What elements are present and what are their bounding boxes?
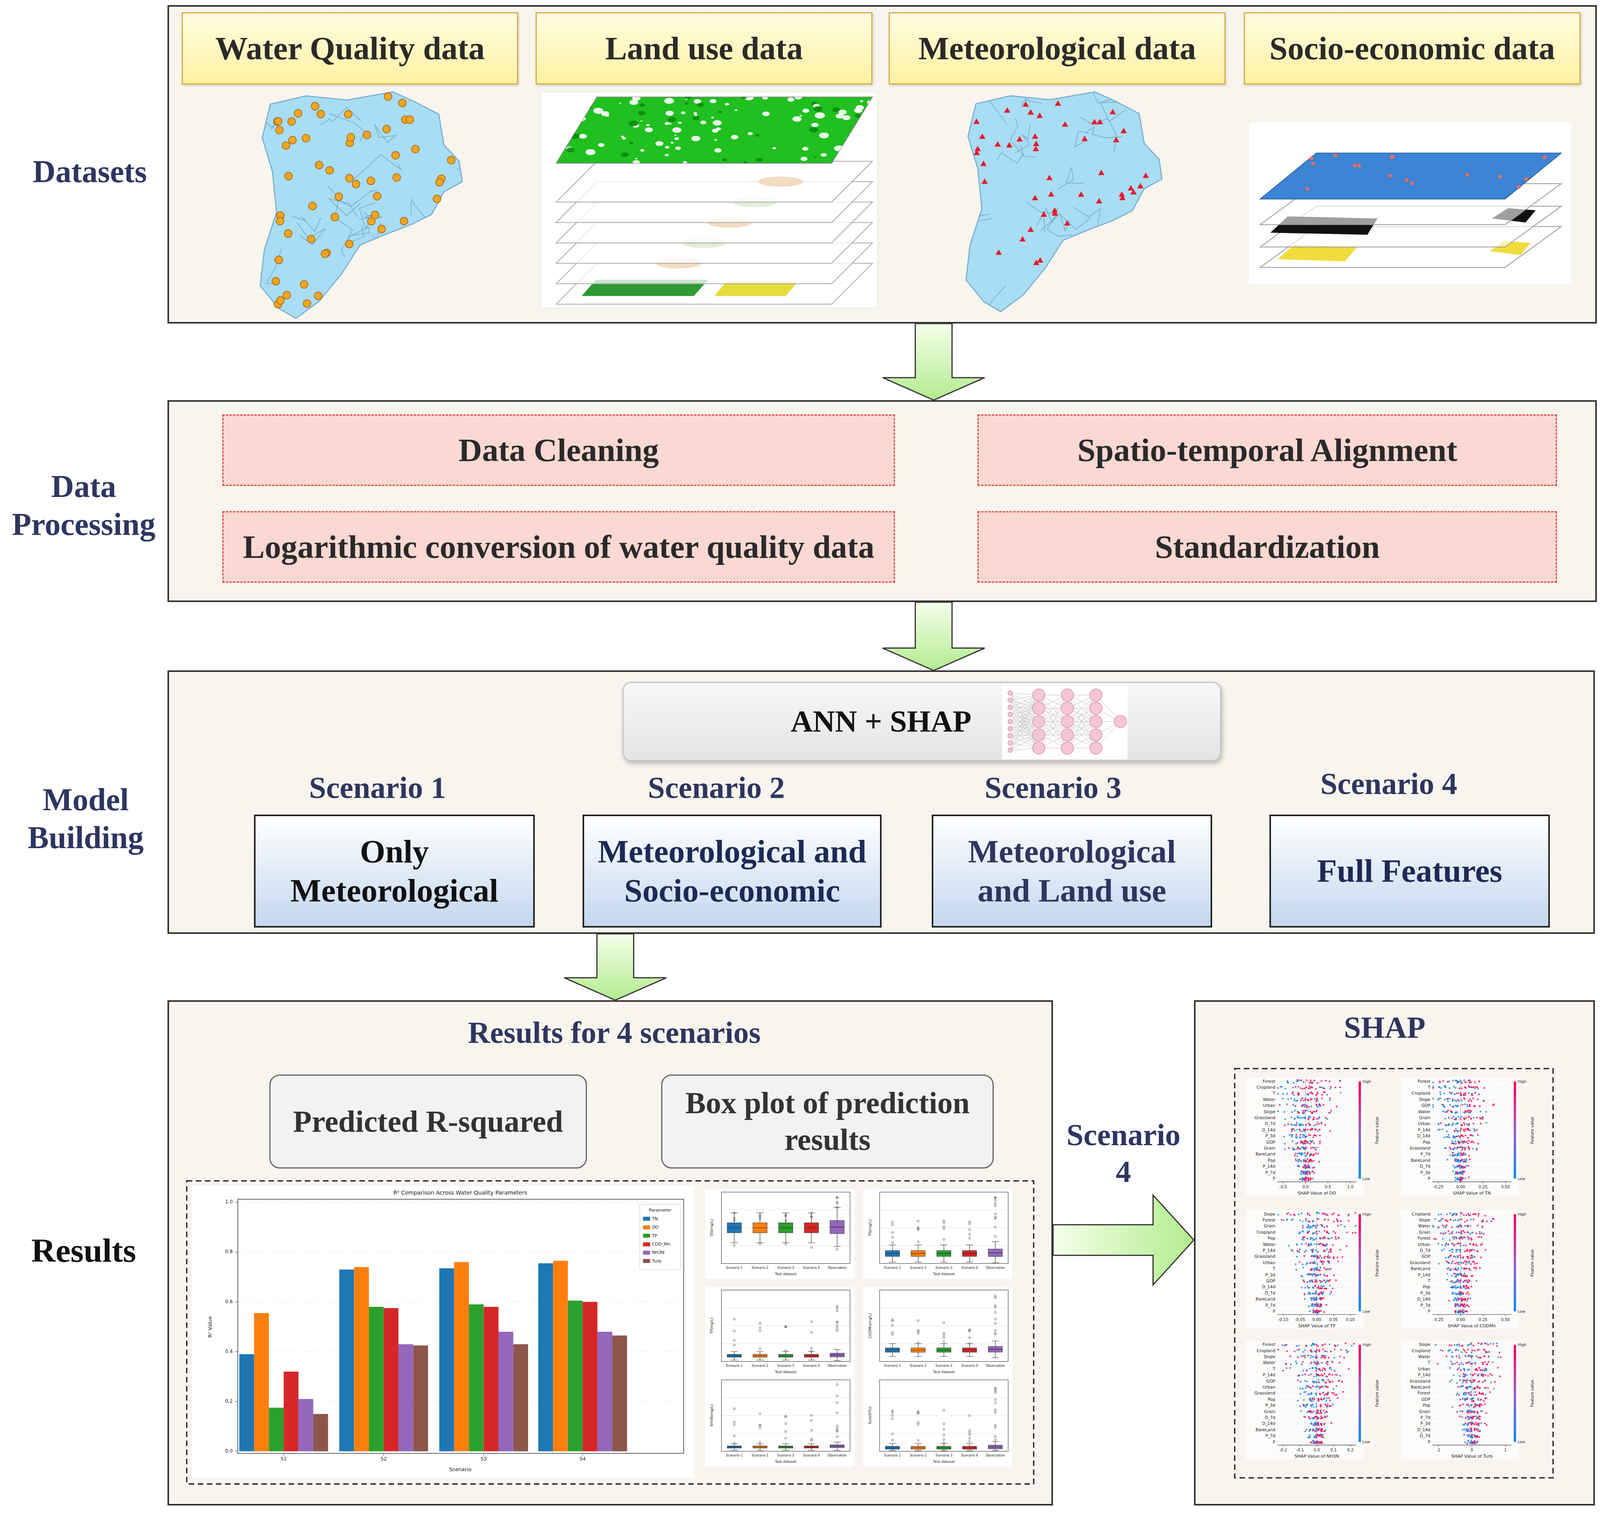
page-stage: DatasetsWater Quality dataLand use dataM… [0, 0, 1600, 1513]
